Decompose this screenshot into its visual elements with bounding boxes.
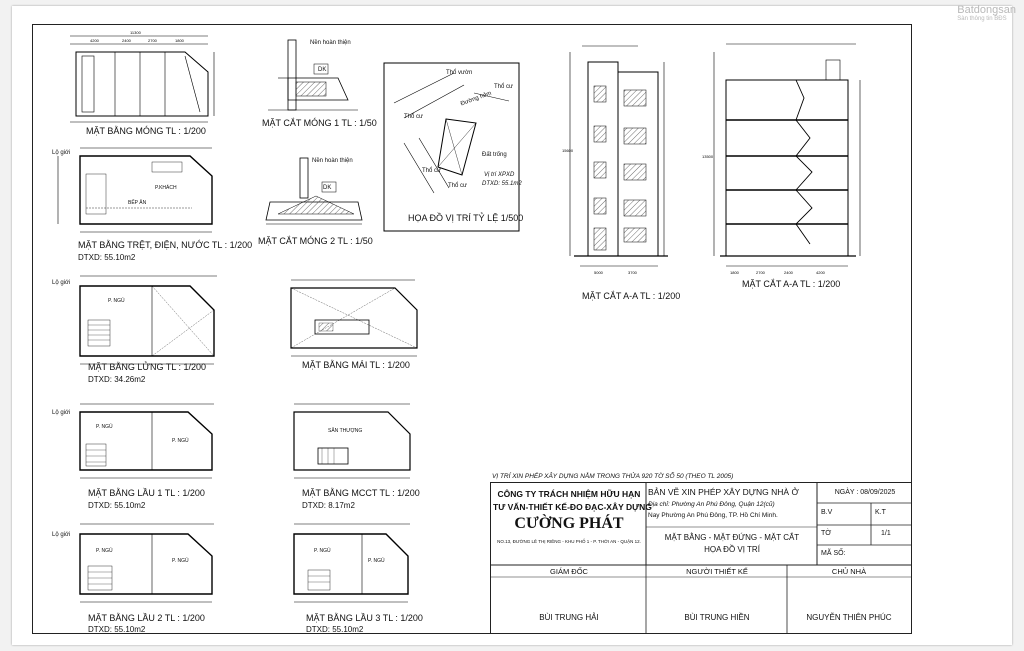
cut-dim-4: 4200 bbox=[816, 270, 826, 275]
floor-1-bedroom-1: P. NGỦ bbox=[96, 424, 113, 430]
watermark: Batdongsan Sàn thông tin BĐS bbox=[957, 4, 1016, 22]
floor-3-bedroom-1: P. NGỦ bbox=[314, 548, 331, 554]
section-aa-facade-title: MẶT CẮT A-A TL : 1/200 bbox=[582, 291, 681, 301]
dim-mong-4: 1800 bbox=[175, 38, 185, 43]
role-director: GIÁM ĐỐC bbox=[550, 567, 588, 576]
floor-2-bedroom-2: P. NGỦ bbox=[172, 558, 189, 564]
foundation-plan: 4200 2400 2700 1800 11300 bbox=[70, 30, 215, 123]
site-note-area: DTXD: 55.1m2 bbox=[482, 181, 522, 187]
floor-3-area: DTXD: 55.10m2 bbox=[306, 625, 364, 634]
site-note-tho-cu-2: Thổ cư bbox=[404, 114, 424, 120]
kt-label: K.T bbox=[875, 509, 886, 516]
to-label: TỜ bbox=[821, 530, 832, 537]
section-aa-cut: 1800 2700 2400 4200 13500 bbox=[702, 43, 861, 275]
name-director: BÙI TRUNG HẢI bbox=[539, 613, 599, 622]
drawing-title: BẢN VẼ XIN PHÉP XÂY DỰNG NHÀ Ở bbox=[648, 487, 799, 497]
mezzanine-plan bbox=[79, 275, 217, 365]
floor-2-lo-gioi: Lộ giới bbox=[52, 532, 71, 538]
site-note-tho-cu-4: Thổ cư bbox=[422, 168, 442, 174]
drawing-address-2: Nay Phường An Phú Đông, TP. Hồ Chí Minh. bbox=[648, 512, 778, 519]
floor-1-area: DTXD: 55.10m2 bbox=[88, 501, 146, 510]
floor-2-title: MẶT BẰNG LẦU 2 TL : 1/200 bbox=[88, 613, 205, 623]
stair-roof-plan bbox=[293, 403, 411, 479]
mezzanine-title: MẶT BẰNG LỬNG TL : 1/200 bbox=[88, 362, 207, 372]
foundation-section-2-note: Nền hoàn thiện bbox=[312, 158, 353, 164]
floor-3-bedroom-2: P. NGỦ bbox=[368, 558, 385, 564]
foundation-section-1-dk: DK bbox=[318, 67, 327, 73]
stair-roof-area: DTXD: 8.17m2 bbox=[302, 501, 355, 510]
site-note-tho-cu-3: Thổ cư bbox=[448, 183, 468, 189]
watermark-brand: Batdongsan bbox=[957, 4, 1016, 16]
drawing-address-1: Địa chỉ: Phường An Phú Đông, Quận 12(cũ) bbox=[648, 501, 775, 508]
watermark-tagline: Sàn thông tin BĐS bbox=[957, 16, 1007, 22]
company-line-2: TƯ VẤN-THIẾT KẾ-ĐO ĐẠC-XÂY DỰNG bbox=[493, 502, 652, 512]
facade-dim-height: 15600 bbox=[562, 148, 574, 153]
mezzanine-lo-gioi: Lộ giới bbox=[52, 280, 71, 286]
mezzanine-area: DTXD: 34.26m2 bbox=[88, 375, 146, 384]
ground-lo-gioi: Lộ giới bbox=[52, 150, 71, 156]
name-owner: NGUYỄN THIÊN PHÚC bbox=[806, 613, 892, 622]
site-note-tho-vuon: Thổ vườn bbox=[446, 70, 473, 76]
stair-roof-title: MẶT BẰNG MCCT TL : 1/200 bbox=[302, 488, 420, 498]
floor-1-lo-gioi: Lộ giới bbox=[52, 410, 71, 416]
ground-floor-area: DTXD: 55.10m2 bbox=[78, 253, 136, 262]
ground-living-room: P.KHÁCH bbox=[155, 185, 177, 191]
to-value: 1/1 bbox=[881, 530, 891, 537]
ma-so-label: MÃ SỐ: bbox=[821, 550, 846, 557]
foundation-section-1-note: Nền hoàn thiện bbox=[310, 40, 351, 46]
site-map-title: HỌA ĐỒ VỊ TRÍ TỶ LỆ 1/500 bbox=[408, 213, 524, 223]
company-name: CƯỜNG PHÁT bbox=[514, 515, 624, 532]
foundation-section-2-dk: DK bbox=[323, 185, 332, 191]
bv-label: B.V bbox=[821, 509, 833, 516]
facade-dim-2: 3700 bbox=[628, 270, 638, 275]
drawing-date: NGÀY : 08/09/2025 bbox=[834, 489, 896, 496]
floor-1-bedroom-2: P. NGỦ bbox=[172, 438, 189, 444]
foundation-plan-title: MẶT BẰNG MÓNG TL : 1/200 bbox=[86, 126, 206, 136]
stair-roof-terrace: SÂN THƯỢNG bbox=[328, 428, 363, 434]
role-designer: NGƯỜI THIẾT KẾ bbox=[686, 567, 748, 576]
drawing-content-2: HỌA ĐỒ VỊ TRÍ bbox=[704, 545, 760, 554]
floor-1-plan bbox=[79, 403, 214, 479]
role-owner: CHỦ NHÀ bbox=[831, 567, 867, 576]
dim-mong-2: 2400 bbox=[122, 38, 132, 43]
foundation-section-2 bbox=[265, 157, 363, 225]
cut-dim-2: 2700 bbox=[756, 270, 766, 275]
floor-3-title: MẶT BẰNG LẦU 3 TL : 1/200 bbox=[306, 613, 423, 623]
company-line-1: CÔNG TY TRÁCH NHIỆM HỮU HẠN bbox=[497, 489, 641, 499]
dim-mong-1: 4200 bbox=[90, 38, 100, 43]
section-aa-cut-title: MẶT CẮT A-A TL : 1/200 bbox=[742, 279, 841, 289]
section-aa-facade: 5000 3700 15600 bbox=[562, 45, 668, 275]
roof-plan bbox=[290, 279, 418, 357]
roof-plan-title: MẶT BẰNG MÁI TL : 1/200 bbox=[302, 360, 410, 370]
dim-mong-3: 2700 bbox=[148, 38, 158, 43]
site-note-tho-cu-1: Thổ cư bbox=[494, 84, 514, 90]
facade-dim-1: 5000 bbox=[594, 270, 604, 275]
drawing-content-1: MẶT BẰNG - MẶT ĐỨNG - MẶT CẮT bbox=[664, 533, 800, 542]
cut-dim-1: 1800 bbox=[730, 270, 740, 275]
floor-2-bedroom-1: P. NGỦ bbox=[96, 548, 113, 554]
drawing-frame bbox=[32, 24, 912, 634]
site-note-vi-tri: Vị trí XPXD bbox=[484, 172, 515, 178]
floor-3-plan bbox=[293, 523, 410, 603]
name-designer: BÙI TRUNG HIỀN bbox=[684, 613, 750, 622]
floor-2-area: DTXD: 55.10m2 bbox=[88, 625, 146, 634]
company-address: NO.13, ĐƯỜNG LÊ THỊ RIÊNG - KHU PHỐ 1 - … bbox=[497, 539, 641, 544]
site-location-map bbox=[383, 62, 520, 232]
ground-floor-plan bbox=[57, 147, 213, 233]
dim-mong-5: 11300 bbox=[130, 30, 142, 35]
foundation-section-2-title: MẶT CẮT MÓNG 2 TL : 1/50 bbox=[258, 236, 373, 246]
title-block: CÔNG TY TRÁCH NHIỆM HỮU HẠN TƯ VẤN-THIẾT… bbox=[490, 482, 912, 634]
cut-dim-3: 2400 bbox=[784, 270, 794, 275]
permit-location-note: VỊ TRÍ XIN PHÉP XÂY DỰNG NẰM TRONG THỬA … bbox=[492, 473, 734, 480]
site-note-dat-trong: Đất trống bbox=[482, 152, 507, 158]
floor-2-plan bbox=[79, 523, 214, 603]
foundation-section-1-title: MẶT CẮT MÓNG 1 TL : 1/50 bbox=[262, 118, 377, 128]
ground-kitchen: BẾP ĂN bbox=[128, 200, 147, 206]
mezzanine-bedroom: P. NGỦ bbox=[108, 298, 125, 304]
ground-floor-title: MẶT BẰNG TRỆT, ĐIỆN, NƯỚC TL : 1/200 bbox=[78, 240, 253, 250]
cut-dim-height: 13500 bbox=[702, 154, 714, 159]
foundation-section-1 bbox=[268, 39, 358, 111]
floor-1-title: MẶT BẰNG LẦU 1 TL : 1/200 bbox=[88, 488, 205, 498]
